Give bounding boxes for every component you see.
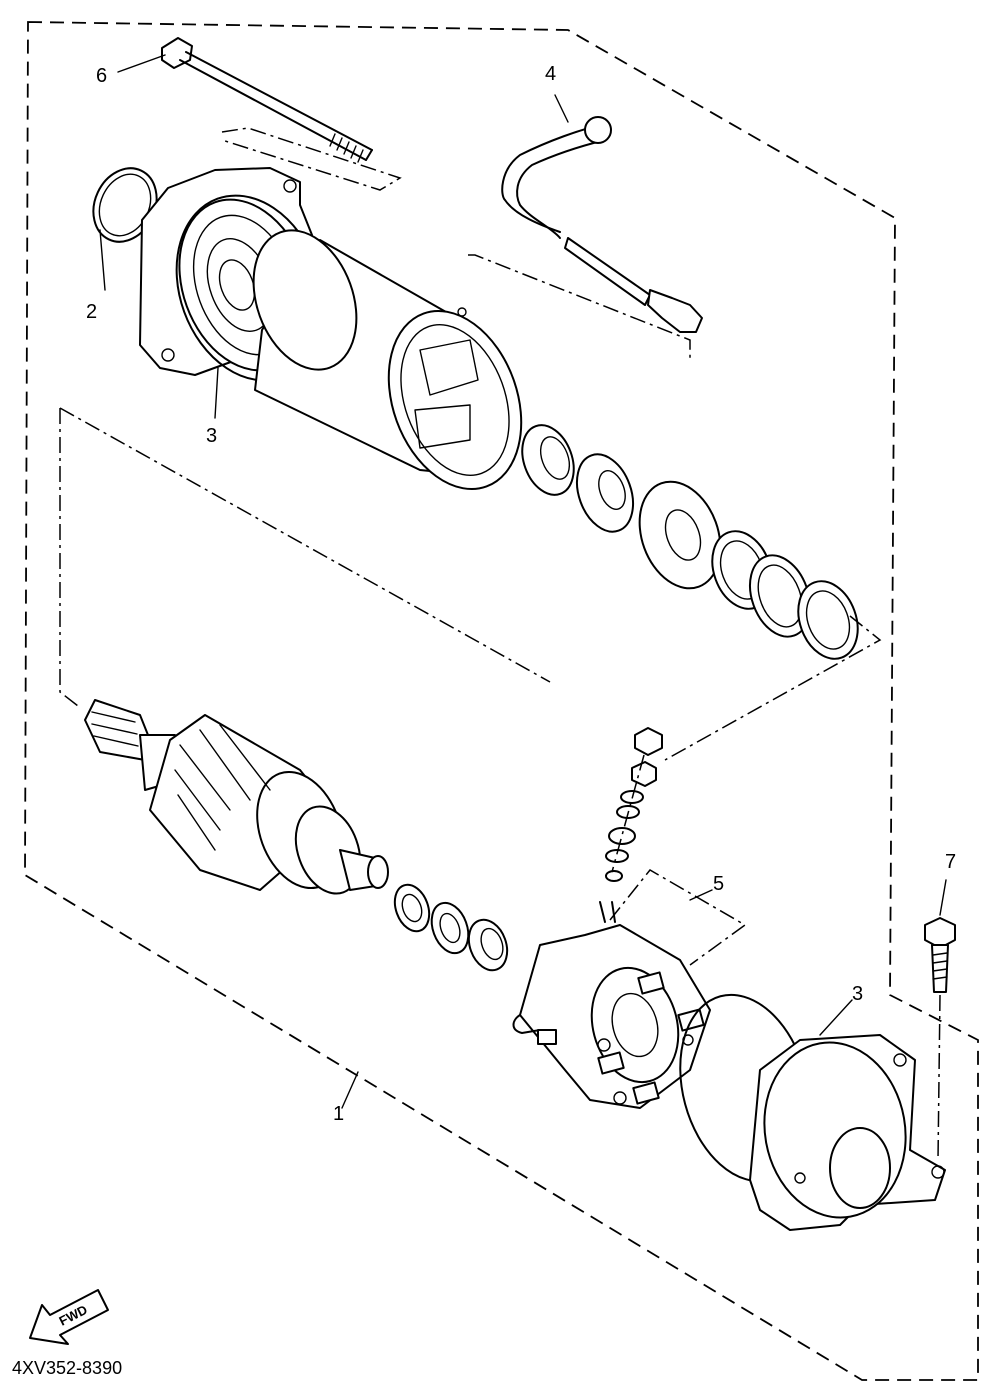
wire-dashdot-guide: [468, 254, 691, 362]
drawing-code: 4XV352-8390: [12, 1358, 122, 1378]
yoke-housing: [252, 229, 523, 491]
brush-holder: [512, 901, 711, 1109]
callout-3-left: 3: [206, 425, 217, 447]
brush-dashdot-guide: [609, 869, 747, 966]
callout-5: 5: [713, 873, 724, 895]
armature: [84, 699, 389, 895]
through-bolt: [161, 37, 373, 163]
fwd-arrow-icon: FWD: [29, 1289, 109, 1345]
callout-2: 2: [86, 301, 97, 323]
bearing-lower: [467, 918, 509, 972]
callout-6: 6: [96, 65, 107, 87]
bearing-upper: [521, 424, 575, 496]
assembly-boundary: [24, 21, 979, 1381]
lead-wire: [501, 116, 703, 333]
washer-lower-b: [430, 901, 470, 955]
short-bolt: [924, 917, 956, 1161]
washer-c: [797, 580, 859, 660]
bolt-dashdot-guide: [221, 127, 402, 191]
rear-cover: [749, 1034, 946, 1231]
callout-1: 1: [333, 1103, 344, 1125]
armature-dashdot-guide: [59, 407, 882, 761]
terminal-hardware-stack: [605, 727, 663, 882]
callout-3-right: 3: [852, 983, 863, 1005]
leader-lines: [99, 54, 947, 1109]
washer-large: [638, 480, 722, 590]
callout-7: 7: [945, 851, 956, 873]
callout-4: 4: [545, 63, 556, 85]
washer-lower-a: [393, 883, 431, 933]
oil-seal: [575, 453, 635, 533]
